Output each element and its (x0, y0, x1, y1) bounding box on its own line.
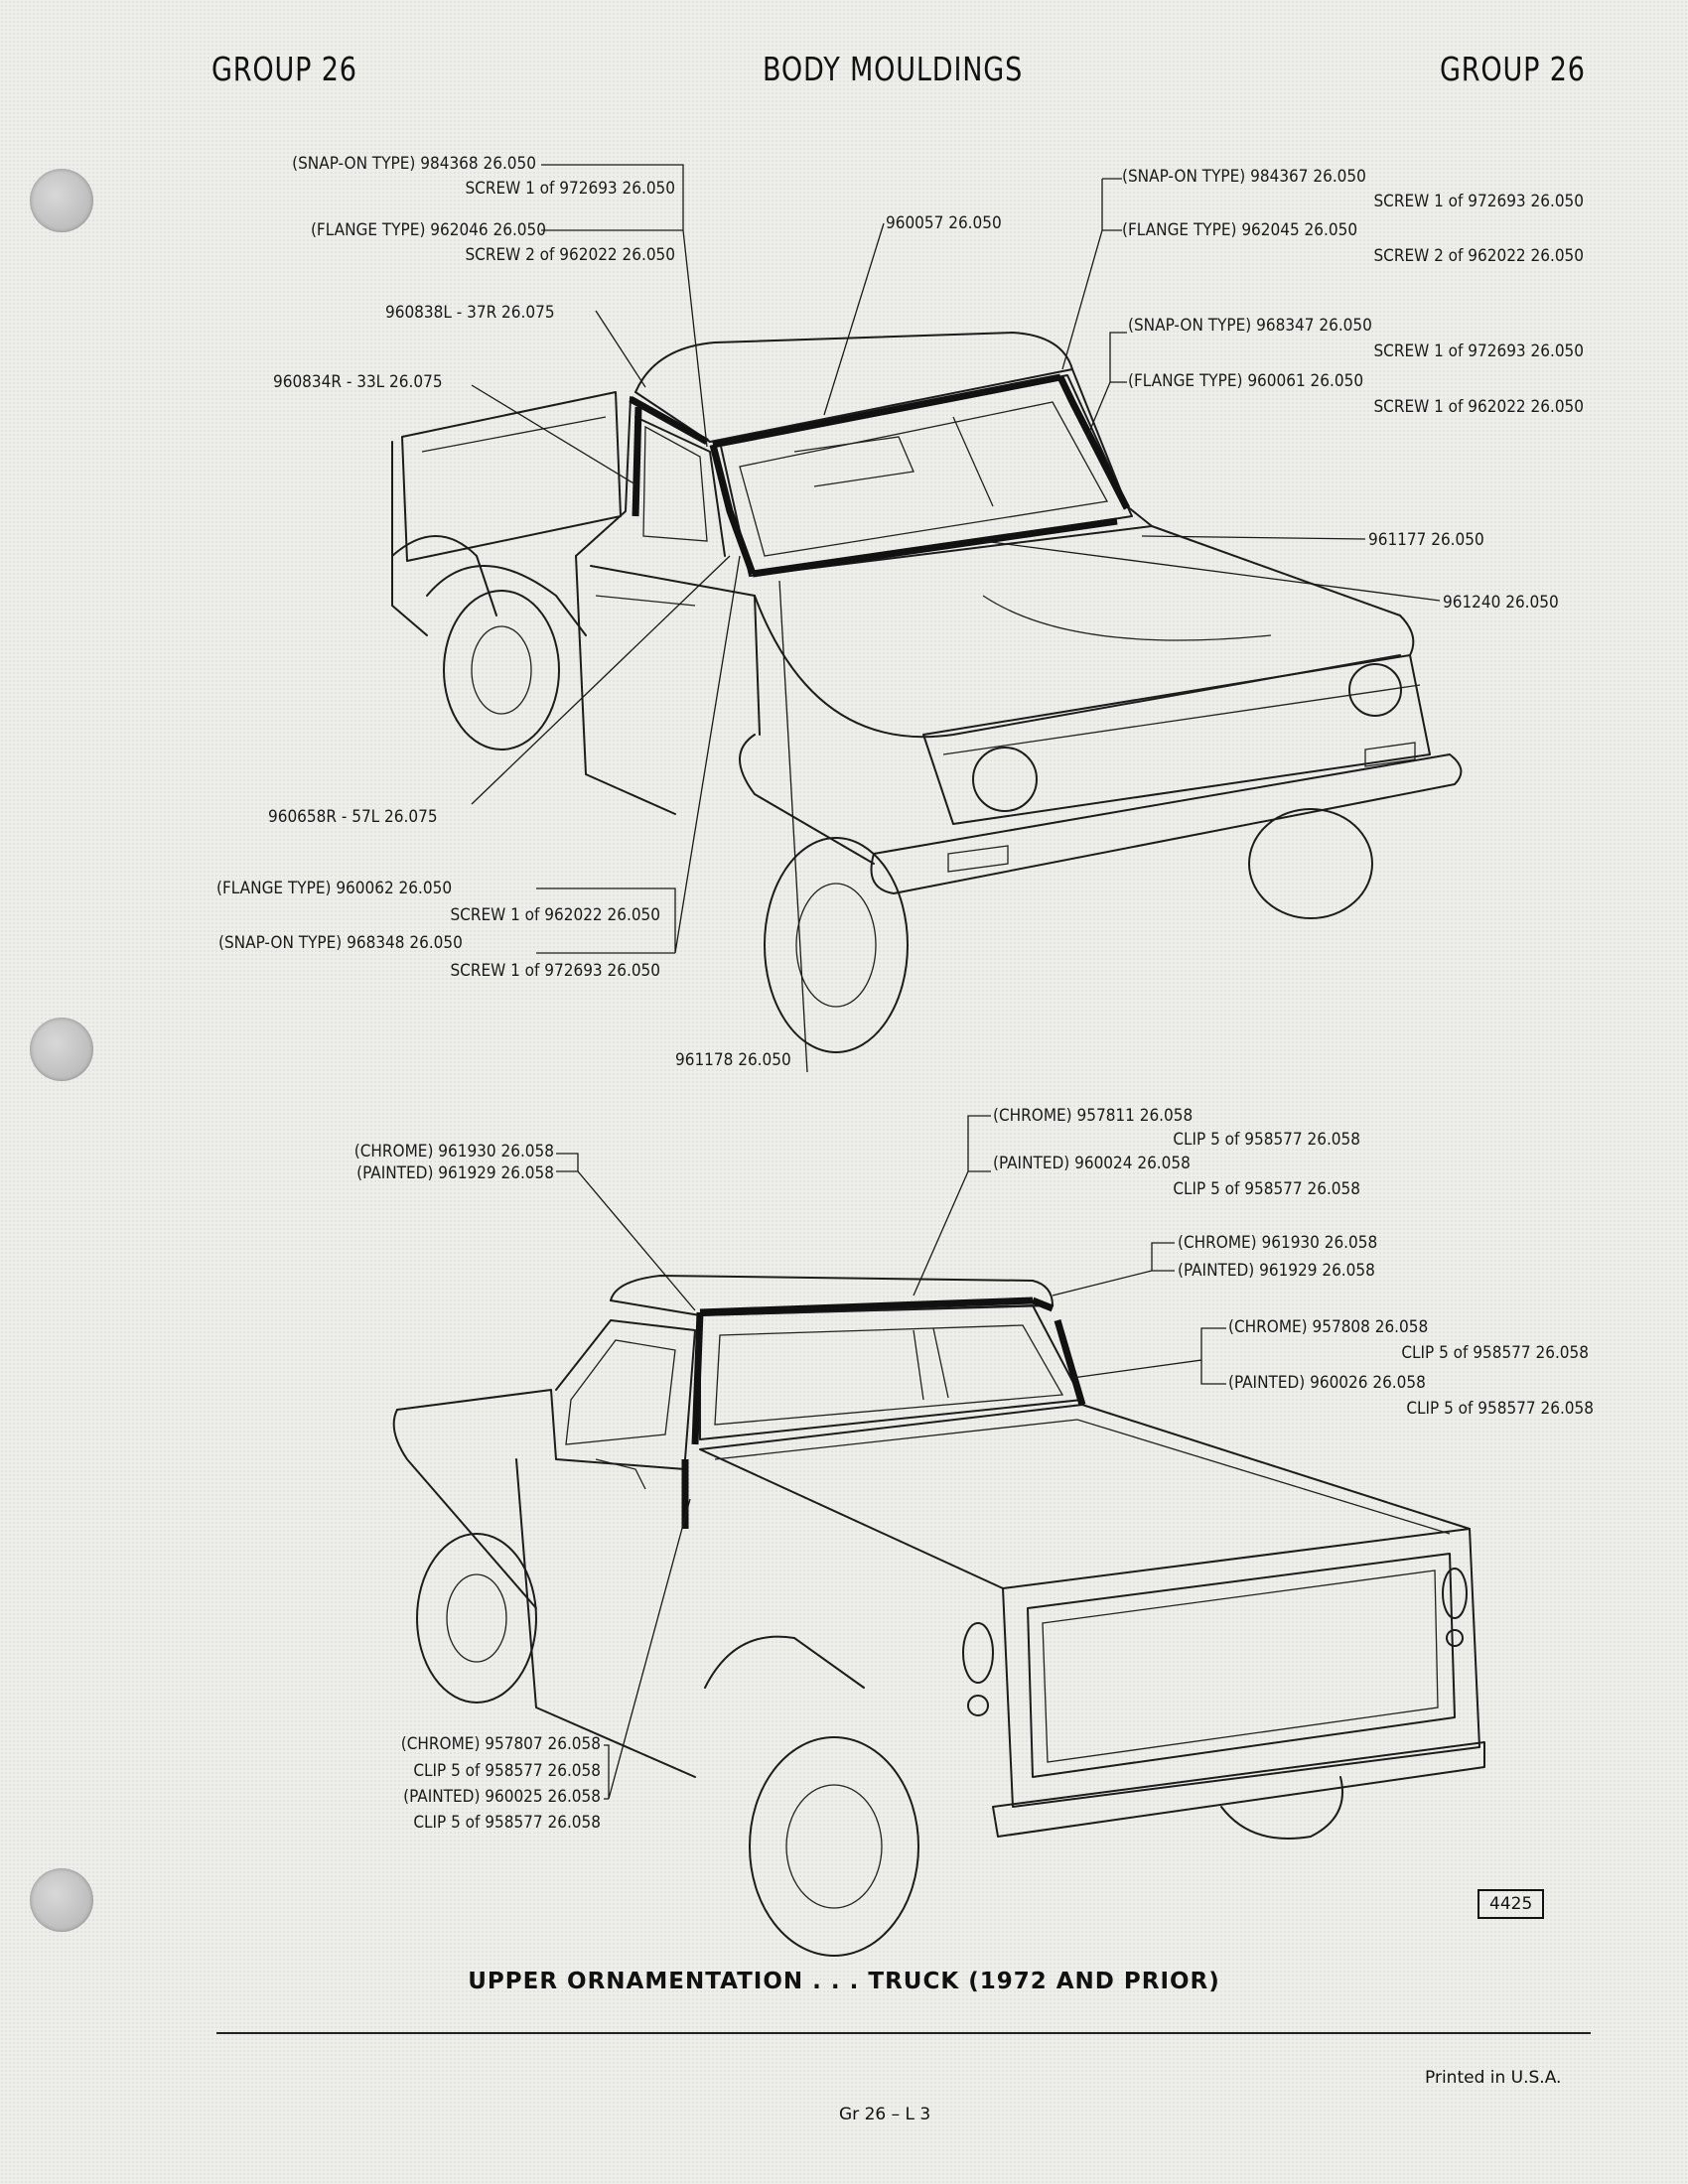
label-screw-962022: SCREW 2 of 962022 26.050 (465, 245, 675, 265)
label-painted-960026: (PAINTED) 960026 26.058 (1228, 1373, 1426, 1393)
label-screw-972693: SCREW 1 of 972693 26.050 (450, 961, 660, 981)
label-screw-972693: SCREW 1 of 972693 26.050 (1373, 192, 1584, 211)
label-snapon-968348: (SNAP-ON TYPE) 968348 26.050 (218, 933, 463, 953)
label-snapon-968347: (SNAP-ON TYPE) 968347 26.050 (1128, 316, 1372, 336)
header-title: BODY MOULDINGS (763, 50, 1024, 88)
label-chrome-957811: (CHROME) 957811 26.058 (993, 1106, 1194, 1126)
label-flange-960062: (FLANGE TYPE) 960062 26.050 (216, 879, 453, 898)
label-961178: 961178 26.050 (675, 1050, 791, 1070)
label-painted-960025: (PAINTED) 960025 26.058 (403, 1787, 601, 1807)
label-960834R-33L: 960834R - 33L 26.075 (273, 372, 443, 392)
punch-hole (30, 1868, 93, 1932)
label-chrome-961930: (CHROME) 961930 26.058 (353, 1142, 554, 1161)
footer-page-number: Gr 26 – L 3 (839, 2105, 931, 2124)
label-flange-962046: (FLANGE TYPE) 962046 26.050 (310, 220, 546, 240)
label-clip-958577: CLIP 5 of 958577 26.058 (1406, 1399, 1594, 1419)
label-painted-960024: (PAINTED) 960024 26.058 (993, 1154, 1191, 1173)
bottom-leader-lines (556, 1115, 1226, 1800)
label-960658R-57L: 960658R - 57L 26.075 (268, 807, 438, 827)
label-clip-958577: CLIP 5 of 958577 26.058 (413, 1761, 601, 1781)
front-view-truck (391, 332, 1463, 1053)
rear-view-truck (392, 1275, 1485, 1957)
punch-hole (30, 1018, 93, 1081)
label-clip-958577: CLIP 5 of 958577 26.058 (413, 1813, 601, 1833)
label-flange-960061: (FLANGE TYPE) 960061 26.050 (1128, 371, 1364, 391)
top-leader-lines (471, 164, 1441, 1073)
label-clip-958577: CLIP 5 of 958577 26.058 (1401, 1343, 1589, 1363)
label-screw-962022: SCREW 1 of 962022 26.050 (1373, 397, 1584, 417)
label-961177: 961177 26.050 (1368, 530, 1484, 550)
label-clip-958577: CLIP 5 of 958577 26.058 (1173, 1179, 1360, 1199)
header-group-left: GROUP 26 (211, 50, 357, 88)
label-960838L-37R: 960838L - 37R 26.075 (385, 303, 555, 323)
label-clip-958577: CLIP 5 of 958577 26.058 (1173, 1130, 1360, 1150)
label-flange-962045: (FLANGE TYPE) 962045 26.050 (1122, 220, 1358, 240)
footer-rule (216, 2032, 1591, 2034)
punch-hole (30, 169, 93, 232)
label-961240: 961240 26.050 (1443, 593, 1559, 613)
label-screw-962022: SCREW 1 of 962022 26.050 (450, 905, 660, 925)
label-chrome-957807: (CHROME) 957807 26.058 (400, 1734, 601, 1754)
label-screw-972693: SCREW 1 of 972693 26.050 (1373, 341, 1584, 361)
label-painted-961929: (PAINTED) 961929 26.058 (1178, 1261, 1375, 1281)
label-screw-972693: SCREW 1 of 972693 26.050 (465, 179, 675, 199)
label-960057: 960057 26.050 (886, 213, 1002, 233)
label-chrome-957808: (CHROME) 957808 26.058 (1228, 1317, 1429, 1337)
label-painted-961929: (PAINTED) 961929 26.058 (356, 1163, 554, 1183)
label-screw-962022: SCREW 2 of 962022 26.050 (1373, 246, 1584, 266)
figure-caption: UPPER ORNAMENTATION . . . TRUCK (1972 AN… (468, 1969, 1220, 1994)
footer-printed: Printed in U.S.A. (1425, 2068, 1562, 2088)
header-group-right: GROUP 26 (1440, 50, 1586, 88)
label-chrome-961930: (CHROME) 961930 26.058 (1178, 1233, 1378, 1253)
label-snapon-984367: (SNAP-ON TYPE) 984367 26.050 (1122, 167, 1366, 187)
figure-number-box: 4425 (1477, 1889, 1545, 1919)
label-snapon-984368: (SNAP-ON TYPE) 984368 26.050 (292, 154, 536, 174)
